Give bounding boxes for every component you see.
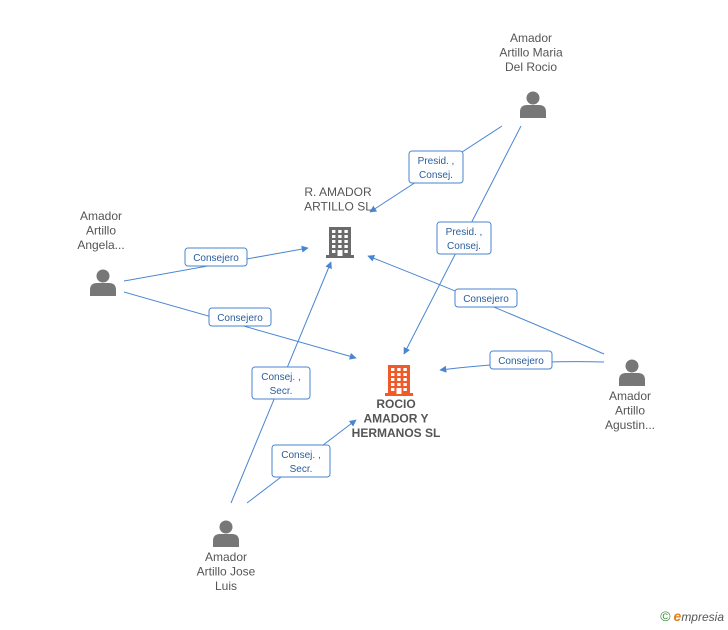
node-label-line: Amador (205, 550, 247, 564)
edge-label-text: Consej. (447, 241, 481, 252)
node-label-line: Agustin... (605, 418, 655, 432)
node-agustin[interactable]: AmadorArtilloAgustin... (605, 359, 655, 433)
edge-label-angela-ramador[interactable]: Consejero (184, 247, 248, 267)
building-icon (385, 365, 413, 396)
edge-label-text: Secr. (270, 386, 293, 397)
edge-label-maria-rocio[interactable]: Presid. , Consej. (436, 221, 492, 255)
node-label-line: ROCIO (376, 397, 415, 411)
node-label-line: Luis (215, 579, 237, 593)
edge-label-box (454, 288, 518, 308)
node-label-line: ARTILLO SL (304, 200, 372, 214)
node-label-line: R. AMADOR (304, 185, 372, 199)
brand-name: mpresia (681, 610, 724, 624)
copyright-icon: © (660, 608, 671, 624)
node-label-line: Amador (609, 389, 651, 403)
edge-label-angela-rocio[interactable]: Consejero (208, 307, 272, 327)
footer-brand[interactable]: ©empresia (660, 608, 724, 624)
node-angela[interactable]: AmadorArtilloAngela... (77, 209, 125, 296)
edge-label-text: Secr. (290, 464, 313, 475)
edge-label-box (251, 366, 311, 400)
node-label-line: Artillo (615, 404, 645, 418)
edge-label-box (489, 350, 553, 370)
edge-label-text: Presid. , (418, 156, 455, 167)
node-label-line: Artillo (86, 224, 116, 238)
edge-labels-layer: Presid. , Consej. Presid. , Consej. Consejer… (184, 150, 553, 478)
edge-label-text: Consejero (498, 356, 544, 367)
edge-label-text: Consej. (419, 170, 453, 181)
edge-label-agustin-ramador[interactable]: Consejero (454, 288, 518, 308)
node-label-line: Artillo Jose (197, 565, 256, 579)
edge-label-box (208, 307, 272, 327)
person-icon (520, 91, 546, 118)
edge-label-text: Presid. , (446, 227, 483, 238)
brand-logo-letter: e (673, 608, 682, 624)
edge-label-text: Consej. , (281, 450, 320, 461)
node-label-line: Amador (80, 209, 122, 223)
edge-label-box (184, 247, 248, 267)
person-icon (90, 269, 116, 296)
edge-label-box (271, 444, 331, 478)
edge-label-text: Consejero (463, 294, 509, 305)
node-label-line: Artillo Maria (499, 46, 563, 60)
edges-layer (123, 125, 605, 504)
edge-label-jose-rocio[interactable]: Consej. , Secr. (271, 444, 331, 478)
node-label-line: HERMANOS SL (352, 426, 441, 440)
edge-label-text: Consejero (217, 313, 263, 324)
node-label-line: AMADOR Y (363, 412, 428, 426)
person-icon (213, 520, 239, 547)
node-label-line: Angela... (77, 238, 124, 252)
edge-label-text: Consejero (193, 253, 239, 264)
edge-label-box (436, 221, 492, 255)
edge-label-maria-ramador[interactable]: Presid. , Consej. (408, 150, 464, 184)
node-label-line: Amador (510, 31, 552, 45)
node-label-line: Del Rocio (505, 60, 557, 74)
person-icon (619, 359, 645, 386)
edge-label-text: Consej. , (261, 372, 300, 383)
edge-label-jose-ramador[interactable]: Consej. , Secr. (251, 366, 311, 400)
edge-label-box (408, 150, 464, 184)
edge-label-agustin-rocio[interactable]: Consejero (489, 350, 553, 370)
building-icon (326, 227, 354, 258)
